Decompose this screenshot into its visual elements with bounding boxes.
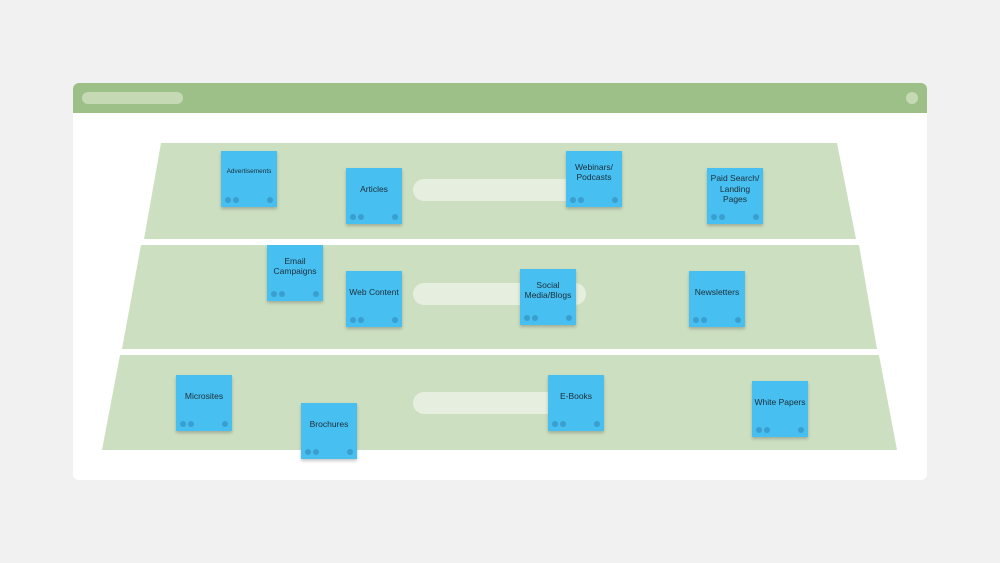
- sticky-note-email-campaigns[interactable]: Email Campaigns: [267, 245, 323, 301]
- note-dot: [532, 315, 538, 321]
- sticky-note-advertisements[interactable]: Advertisements: [221, 151, 277, 207]
- sticky-note-brochures[interactable]: Brochures: [301, 403, 357, 459]
- sticky-note-articles[interactable]: Articles: [346, 168, 402, 224]
- note-dot: [222, 421, 228, 427]
- note-dot: [267, 197, 273, 203]
- note-dot: [188, 421, 194, 427]
- note-dot: [350, 317, 356, 323]
- lane-3-track: [413, 392, 586, 414]
- note-dot: [764, 427, 770, 433]
- note-dot: [271, 291, 277, 297]
- note-dot: [350, 214, 356, 220]
- note-label: White Papers: [754, 396, 806, 407]
- note-dot: [719, 214, 725, 220]
- note-label: Social Media/Blogs: [524, 279, 572, 301]
- note-label: E-Books: [559, 390, 593, 401]
- note-dot: [552, 421, 558, 427]
- window-titlebar: [73, 83, 927, 113]
- note-dot: [594, 421, 600, 427]
- note-dot: [392, 214, 398, 220]
- note-label: Microsites: [184, 390, 224, 401]
- note-dot: [756, 427, 762, 433]
- note-dot: [524, 315, 530, 321]
- note-dot: [612, 197, 618, 203]
- sticky-note-white-papers[interactable]: White Papers: [752, 381, 808, 437]
- note-dot: [180, 421, 186, 427]
- note-dot: [305, 449, 311, 455]
- address-bar[interactable]: [82, 92, 183, 104]
- lane-1-track: [413, 179, 586, 201]
- sticky-note-e-books[interactable]: E-Books: [548, 375, 604, 431]
- note-dot: [358, 317, 364, 323]
- note-dot: [711, 214, 717, 220]
- note-dot: [313, 291, 319, 297]
- note-dot: [798, 427, 804, 433]
- note-dot: [701, 317, 707, 323]
- sticky-note-paid-search[interactable]: Paid Search/ Landing Pages: [707, 168, 763, 224]
- note-dot: [578, 197, 584, 203]
- note-dot: [358, 214, 364, 220]
- note-dot: [313, 449, 319, 455]
- note-dot: [347, 449, 353, 455]
- sticky-note-newsletters[interactable]: Newsletters: [689, 271, 745, 327]
- note-dot: [225, 197, 231, 203]
- sticky-note-social-media-blogs[interactable]: Social Media/Blogs: [520, 269, 576, 325]
- sticky-note-web-content[interactable]: Web Content: [346, 271, 402, 327]
- note-dot: [570, 197, 576, 203]
- note-dot: [693, 317, 699, 323]
- note-label: Email Campaigns: [273, 255, 317, 277]
- note-dot: [279, 291, 285, 297]
- note-dot: [392, 317, 398, 323]
- note-label: Web Content: [349, 286, 399, 297]
- note-dot: [735, 317, 741, 323]
- note-label: Brochures: [309, 418, 349, 429]
- sticky-note-webinars-podcasts[interactable]: Webinars/ Podcasts: [566, 151, 622, 207]
- note-label: Paid Search/ Landing Pages: [710, 173, 760, 205]
- note-label: Articles: [360, 183, 388, 194]
- note-dot: [233, 197, 239, 203]
- note-dot: [566, 315, 572, 321]
- note-dot: [753, 214, 759, 220]
- note-label: Newsletters: [694, 286, 740, 297]
- window-control-dot[interactable]: [906, 92, 918, 104]
- sticky-note-microsites[interactable]: Microsites: [176, 375, 232, 431]
- note-label: Advertisements: [226, 167, 272, 175]
- note-dot: [560, 421, 566, 427]
- note-label: Webinars/ Podcasts: [574, 161, 614, 183]
